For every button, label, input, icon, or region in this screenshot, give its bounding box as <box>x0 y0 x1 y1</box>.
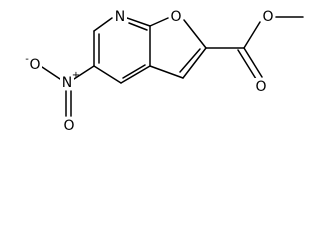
bond-ccarbonyl-ocarbonyl-inner <box>237 49 257 80</box>
bond-c7a-o1 <box>149 17 169 27</box>
bond-lines <box>41 16 304 117</box>
bond-ccarbonyl-oester <box>243 21 261 49</box>
nitro-oxygen-double-label: O <box>63 118 74 134</box>
bond-c2-c3-inner <box>179 48 201 73</box>
nitro-nitrogen-charge: + <box>72 70 80 81</box>
bond-ccarbonyl-ocarbonyl <box>243 47 263 78</box>
bond-n1-c6 <box>93 17 113 32</box>
furan-oxygen-label: O <box>170 9 181 25</box>
chemical-structure: N O O O N + O - O <box>25 8 304 134</box>
bond-nnitro-oanion <box>41 66 61 80</box>
bond-c2-c3 <box>182 47 207 79</box>
bond-c3-c3a <box>149 65 184 79</box>
atom-labels: N O O O N + O - O <box>25 8 275 134</box>
bond-n1-c7a-inner <box>128 22 148 31</box>
bond-c4-c3a <box>120 65 151 84</box>
ring-nitrogen-label: N <box>115 9 125 25</box>
bond-n1-c7a <box>126 17 151 27</box>
bond-o1-c2 <box>183 19 207 49</box>
bond-c5-nnitro <box>73 65 95 80</box>
bond-c4-c3a-inner <box>122 64 146 79</box>
bond-c5-c4 <box>93 65 122 84</box>
nitro-oxygen-anion-label: O <box>29 57 40 73</box>
ester-oxygen-label: O <box>262 9 273 25</box>
carbonyl-oxygen-label: O <box>255 79 266 95</box>
nitro-nitrogen-label: N <box>62 75 72 91</box>
nitro-oxygen-anion-charge: - <box>25 54 29 65</box>
